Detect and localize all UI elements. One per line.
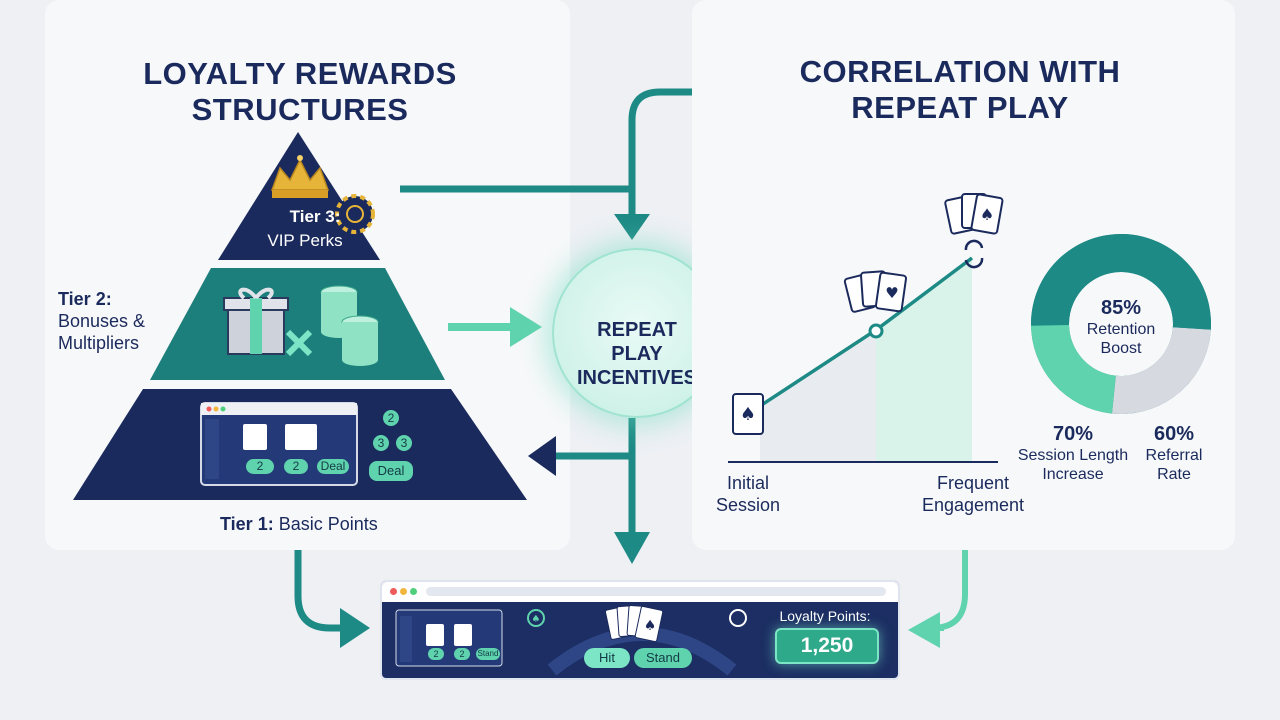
arrowhead-game-bar (614, 532, 650, 564)
crown-icon (270, 155, 330, 198)
game-bar-window: ♠ ♠ 2 2 Stand Hit Stand (380, 580, 900, 680)
correlation-title-line2: REPEAT PLAY (851, 90, 1069, 125)
tier3-label: Tier 3: VIP Perks (267, 206, 360, 252)
multiplier-icon (285, 329, 313, 357)
game-bar-graphics: ♠ ♠ (395, 604, 747, 676)
window-close-dot[interactable] (390, 588, 397, 595)
poker-chip-icon (335, 194, 375, 234)
session-label-1: Session Length (1017, 447, 1129, 464)
arrow-to-tier1 (556, 418, 636, 460)
mini-card-2 (454, 624, 472, 646)
arrowhead-pyramid-bar (340, 608, 370, 648)
referral-stat: 60% Referral Rate (1136, 422, 1212, 484)
axis-start-line1: Initial (726, 473, 770, 493)
session-label-2: Increase (1042, 466, 1104, 483)
window-minimize-dot[interactable] (400, 588, 407, 595)
referral-pct: 60% (1153, 423, 1195, 445)
hub-line2: PLAY (611, 343, 663, 365)
mini-stand-pill: Stand (476, 648, 500, 660)
tier3-name: Tier 3: (289, 207, 341, 226)
retention-label-1: Retention (1086, 321, 1156, 338)
axis-start-label: Initial Session (708, 472, 788, 516)
tier1-card-1 (243, 424, 267, 450)
arrow-to-correlation (400, 88, 722, 193)
stand-button[interactable]: Stand (634, 648, 692, 668)
tier1-deal-big[interactable]: Deal (369, 461, 413, 481)
loyalty-points-label: Loyalty Points: (779, 608, 871, 624)
axis-start-line2: Session (715, 495, 781, 515)
mini-chip-1: 2 (428, 648, 444, 660)
tier1-chip-5: 3 (396, 435, 412, 451)
mini-card-1 (426, 624, 444, 646)
tier2-desc-1: Bonuses & (58, 311, 146, 331)
loyalty-title-line1: LOYALTY REWARDS (143, 56, 457, 91)
tier1-chip-3: 2 (383, 410, 399, 426)
arrowhead-tier1 (528, 436, 556, 476)
arrowhead-tier2 (510, 307, 542, 347)
loyalty-title: LOYALTY REWARDS STRUCTURES (95, 56, 505, 128)
tier1-card-3 (297, 424, 317, 450)
tier1-desc: Basic Points (273, 514, 378, 534)
tier1-label: Tier 1: Basic Points (220, 513, 378, 535)
referral-label-1: Referral (1145, 447, 1203, 464)
session-length-stat: 70% Session Length Increase (1010, 422, 1136, 484)
retention-label-2: Boost (1100, 340, 1142, 357)
svg-text:♠: ♠ (644, 618, 657, 634)
window-maximize-dot[interactable] (410, 588, 417, 595)
game-bar-titlebar (382, 582, 898, 602)
retention-pct: 85% (1100, 297, 1142, 319)
arrow-pyramid-to-bar (294, 550, 340, 632)
card-fan-icon-bar: ♠ (604, 604, 664, 643)
tier1-chip-1: 2 (246, 459, 274, 474)
gift-box-icon (223, 287, 289, 355)
arrowhead-hub (614, 214, 650, 240)
tier3-desc: VIP Perks (267, 231, 343, 250)
menu-chip-icon[interactable] (729, 609, 747, 627)
coin-stack-icon (320, 285, 379, 366)
tier2-label: Tier 2: Bonuses & Multipliers (58, 288, 145, 354)
correlation-title-line1: CORRELATION WITH (799, 54, 1121, 89)
spade-chip-icon (527, 609, 545, 627)
tier2-desc-2: Multipliers (58, 333, 140, 353)
mini-screen (395, 609, 503, 667)
flow-arrows (294, 88, 722, 632)
mini-chip-2: 2 (454, 648, 470, 660)
svg-text:♠: ♠ (532, 614, 541, 625)
axis-end-label: Frequent Engagement (910, 472, 1036, 516)
correlation-title: CORRELATION WITH REPEAT PLAY (750, 54, 1170, 126)
tier2-name: Tier 2: (58, 289, 112, 309)
pyramid-tier2 (150, 268, 445, 380)
axis-end-line1: Frequent (936, 473, 1010, 493)
hub-line3: INCENTIVES (576, 367, 698, 389)
tier1-name: Tier 1: (220, 514, 274, 534)
tier1-deal-small[interactable]: Deal (317, 459, 349, 474)
tier1-chip-2: 2 (284, 459, 308, 474)
hub-line1: REPEAT (597, 319, 677, 341)
tier1-chip-4: 3 (373, 435, 389, 451)
loyalty-title-line2: STRUCTURES (191, 92, 409, 127)
retention-stat: 85% Retention Boost (1068, 296, 1174, 358)
hub-text: REPEAT PLAY INCENTIVES (554, 318, 720, 390)
arrowhead-stats-bar (908, 612, 940, 648)
session-pct: 70% (1052, 423, 1094, 445)
hit-button[interactable]: Hit (584, 648, 630, 668)
address-bar[interactable] (426, 587, 886, 596)
referral-label-2: Rate (1157, 466, 1191, 483)
loyalty-points-value: 1,250 (775, 628, 879, 664)
axis-end-line2: Engagement (921, 495, 1025, 515)
